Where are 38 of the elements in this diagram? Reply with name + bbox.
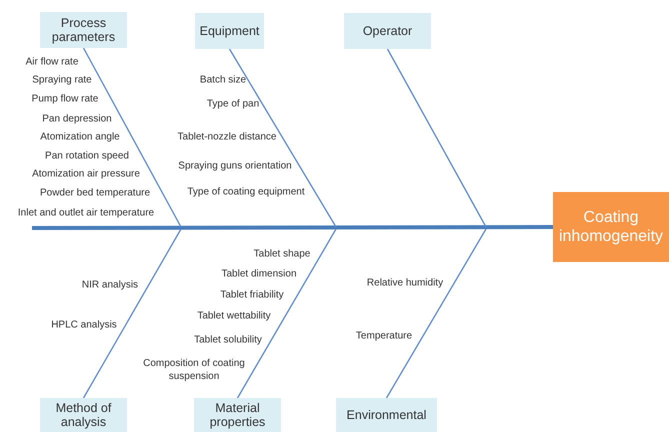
cause-label: Spraying guns orientation: [178, 160, 292, 172]
bone-line: [82, 228, 182, 398]
category-box: Equipment: [195, 13, 264, 49]
cause-label: Pump flow rate: [32, 92, 98, 106]
cause-label: Spraying rate: [32, 74, 92, 86]
bone-line: [236, 228, 337, 398]
cause-label: Tablet wettability: [197, 310, 271, 322]
cause-label: Type of coating equipment: [187, 186, 305, 198]
bone-line: [386, 228, 487, 398]
cause-label: Composition of coating suspension: [142, 357, 246, 383]
bone-line: [386, 48, 487, 228]
bone-line: [228, 48, 337, 228]
cause-label: Tablet dimension: [221, 268, 297, 280]
cause-label: Pan rotation speed: [45, 150, 129, 162]
cause-label: Tablet solubility: [194, 334, 262, 346]
cause-label: Type of pan: [206, 98, 260, 110]
cause-label: Air flow rate: [26, 56, 78, 68]
cause-label: Powder bed temperature: [40, 186, 150, 200]
cause-label: NIR analysis: [82, 278, 138, 292]
spine-line: [32, 225, 553, 230]
category-box: Environmental: [336, 398, 437, 432]
cause-label: Atomization air pressure: [32, 168, 140, 180]
cause-label: Pan depression: [42, 112, 112, 126]
cause-label: Tablet shape: [254, 248, 310, 260]
cause-label: Temperature: [356, 330, 412, 342]
cause-label: Atomization angle: [40, 130, 120, 144]
bone-line: [82, 48, 182, 228]
cause-label: Relative humidity: [366, 276, 444, 290]
category-box: Operator: [344, 13, 431, 49]
category-box: Material properties: [194, 398, 281, 432]
category-box: Process parameters: [40, 12, 127, 48]
cause-label: Batch size: [200, 74, 246, 86]
cause-label: Tablet-nozzle distance: [178, 130, 276, 144]
cause-label: HPLC analysis: [51, 318, 117, 332]
effect-box: Coating inhomogeneity: [553, 192, 669, 262]
cause-label: Inlet and outlet air temperature: [18, 206, 154, 220]
category-box: Method of analysis: [40, 398, 127, 432]
cause-label: Tablet friability: [220, 288, 284, 302]
